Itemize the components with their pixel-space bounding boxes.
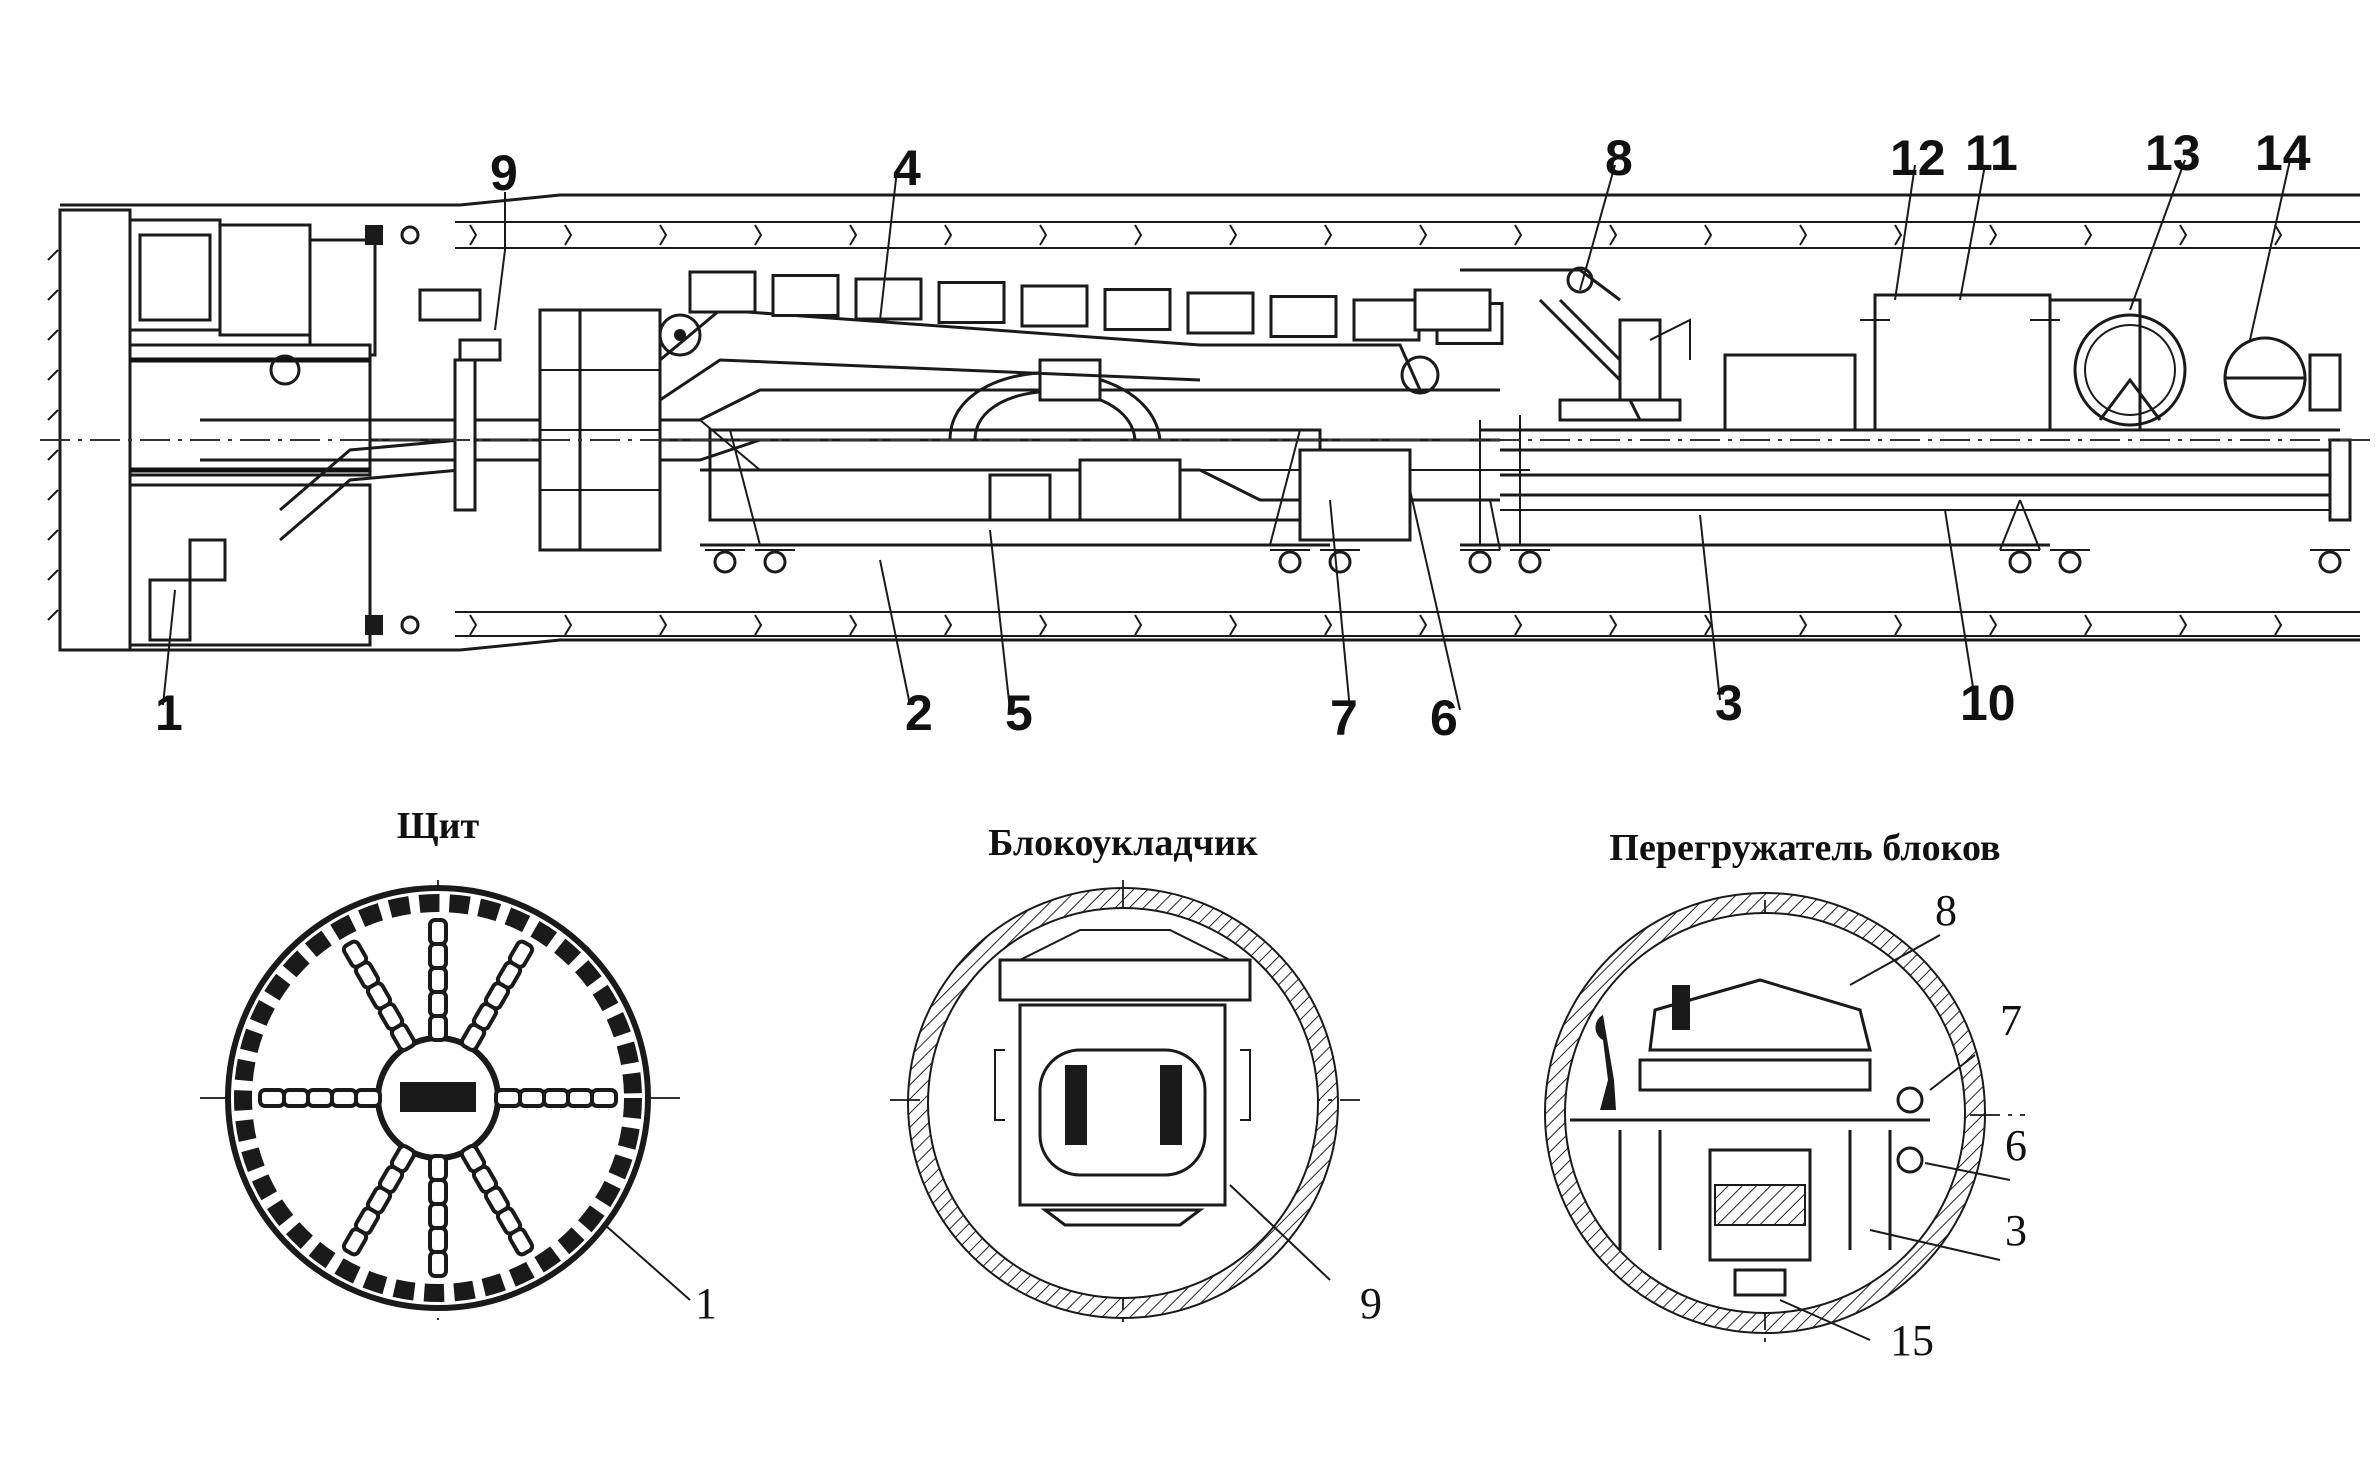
main-label-2: 2 [905, 685, 933, 741]
lining-segment-joints [469, 224, 2283, 636]
longitudinal-section: 1 2 3 4 5 6 7 8 9 10 11 12 13 14 [40, 125, 2370, 746]
erector-label-9: 9 [1360, 1279, 1382, 1328]
main-label-12: 12 [1890, 130, 1946, 186]
shield-title: Щит [397, 805, 480, 847]
trailer-frames [700, 415, 2340, 551]
main-label-11: 11 [1965, 125, 2018, 181]
transfer-cross-section: Перегружатель блоков 8 7 6 3 15 [1544, 827, 2027, 1365]
transfer-label-6: 6 [2005, 1121, 2027, 1170]
erector-title: Блокоукладчик [988, 822, 1258, 864]
erector-cross-section: Блокоукладчик 9 [890, 822, 1382, 1330]
cutterhead-spokes [258, 918, 618, 1278]
main-label-3: 3 [1715, 675, 1743, 731]
rear-equipment [1723, 293, 2352, 522]
erector-unit [418, 288, 662, 552]
shield-label-1: 1 [695, 1279, 717, 1328]
block-carriage [658, 270, 1504, 402]
transfer-label-8: 8 [1935, 886, 1957, 935]
main-label-4: 4 [893, 140, 921, 196]
main-label-10: 10 [1960, 675, 2016, 731]
main-label-8: 8 [1605, 130, 1633, 186]
trailer-wheels [705, 549, 2350, 574]
tunnel-bottom-outer [60, 638, 2360, 652]
leader-lines [162, 159, 2291, 711]
main-label-14: 14 [2255, 125, 2311, 181]
shield-cross-section: Щит 1 [200, 805, 717, 1328]
transfer-label-15: 15 [1890, 1316, 1934, 1365]
shield-head [47, 208, 461, 652]
main-label-13: 13 [2145, 125, 2201, 181]
segment-blocks [688, 270, 1504, 345]
block-transfer-crane [1413, 266, 1691, 422]
transfer-title: Перегружатель блоков [1609, 827, 2000, 869]
main-label-5: 5 [1005, 685, 1033, 741]
main-label-6: 6 [1430, 690, 1458, 746]
main-label-7: 7 [1330, 690, 1358, 746]
main-label-1: 1 [155, 685, 183, 741]
main-label-9: 9 [490, 145, 518, 201]
transfer-label-3: 3 [2005, 1206, 2027, 1255]
transfer-label-7: 7 [2000, 996, 2022, 1045]
tunnel-top-outer [60, 193, 2360, 207]
